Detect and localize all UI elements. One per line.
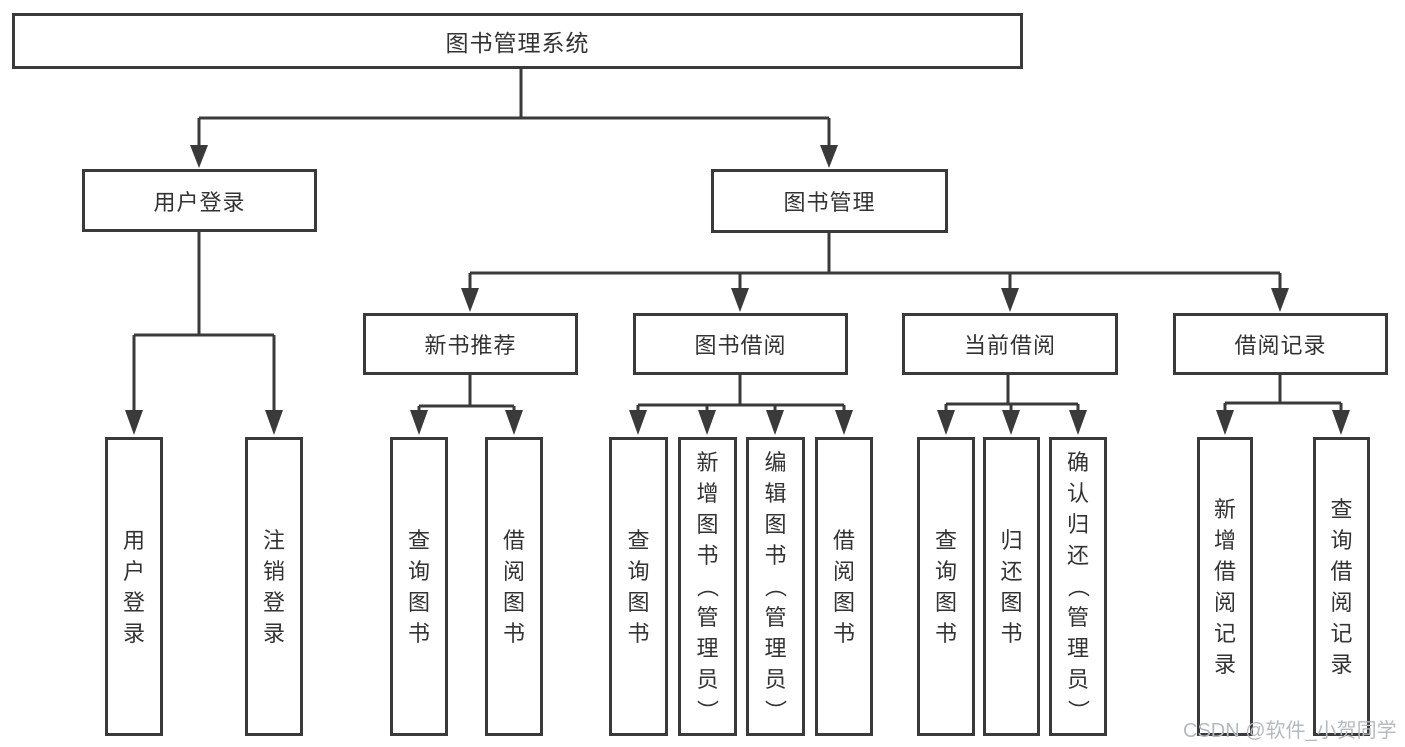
edge-borrowing-records-to-leaves — [1223, 375, 1343, 411]
arrowhead-icon — [505, 410, 523, 435]
node-label: 归还图书 — [1000, 527, 1023, 646]
arrowhead-icon — [820, 145, 838, 168]
arrowhead-icon — [698, 410, 716, 435]
arrowhead-icon — [835, 410, 853, 435]
node-user-login-leaf: 用户登录 — [105, 437, 163, 736]
node-label: 查询图书 — [627, 527, 650, 646]
node-confirm-return-admin: 确认归还（管理员） — [1049, 437, 1107, 736]
node-label: 借阅图书 — [502, 527, 525, 646]
node-query-books-current: 查询图书 — [917, 437, 975, 736]
node-add-borrow-record: 新增借阅记录 — [1197, 437, 1253, 736]
node-borrow-books: 借阅图书 — [815, 437, 873, 736]
arrowhead-icon — [1069, 410, 1087, 435]
edge-root-to-level1 — [197, 68, 831, 146]
node-book-management: 图书管理 — [711, 169, 948, 233]
edge-book-management-to-level2 — [468, 233, 1282, 289]
node-label: 注销登录 — [262, 527, 285, 646]
arrowhead-icon — [410, 410, 428, 435]
arrowhead-icon — [265, 410, 283, 435]
node-label: 查询图书 — [407, 527, 430, 646]
node-return-books: 归还图书 — [983, 437, 1040, 736]
node-logout: 注销登录 — [245, 437, 303, 736]
node-label: 图书管理 — [783, 190, 876, 215]
node-borrow-books-recommendation: 借阅图书 — [485, 437, 543, 736]
csdn-watermark: CSDN @软件_小贺同学 — [1183, 720, 1397, 742]
arrowhead-icon — [190, 145, 208, 168]
arrowhead-icon — [1216, 410, 1234, 435]
arrowhead-icon — [125, 410, 143, 435]
node-current-borrowing: 当前借阅 — [902, 313, 1118, 375]
node-label: 查询借阅记录 — [1330, 496, 1353, 677]
arrowheads — [125, 145, 1350, 435]
node-book-borrowing: 图书借阅 — [633, 313, 848, 375]
edge-book-borrowing-to-leaves — [636, 375, 846, 411]
node-label: 借阅记录 — [1234, 333, 1327, 358]
node-label: 当前借阅 — [963, 333, 1056, 358]
arrowhead-icon — [1332, 410, 1350, 435]
arrowhead-icon — [1001, 288, 1019, 312]
node-label: 新书推荐 — [424, 333, 517, 358]
node-query-books-borrowing: 查询图书 — [609, 437, 668, 736]
node-library-management-system: 图书管理系统 — [12, 13, 1023, 69]
edge-new-book-recommendation-to-leaves — [417, 375, 516, 411]
node-label: 用户登录 — [122, 527, 145, 646]
node-borrowing-records: 借阅记录 — [1173, 313, 1388, 375]
node-label: 新增借阅记录 — [1213, 496, 1236, 677]
edge-user-login-to-leaves — [132, 232, 276, 411]
node-label: 借阅图书 — [832, 527, 855, 646]
node-label: 图书管理系统 — [445, 30, 590, 56]
arrowhead-icon — [731, 288, 749, 312]
node-edit-books-admin: 编辑图书（管理员） — [746, 437, 805, 736]
arrowhead-icon — [629, 410, 647, 435]
node-add-books-admin: 新增图书（管理员） — [678, 437, 737, 736]
node-label: 用户登录 — [153, 189, 246, 215]
node-label: 查询图书 — [934, 527, 957, 646]
arrowhead-icon — [766, 410, 784, 435]
node-label: 新增图书（管理员） — [694, 450, 720, 722]
node-label: 图书借阅 — [694, 333, 787, 358]
node-query-borrow-record: 查询借阅记录 — [1313, 437, 1370, 736]
node-label: 编辑图书（管理员） — [762, 450, 788, 722]
arrowhead-icon — [1271, 288, 1289, 312]
node-new-book-recommendation: 新书推荐 — [363, 313, 578, 375]
arrowhead-icon — [1002, 410, 1020, 435]
node-query-books-recommendation: 查询图书 — [390, 437, 448, 736]
arrowhead-icon — [461, 288, 479, 312]
arrowhead-icon — [937, 410, 955, 435]
node-user-login: 用户登录 — [82, 169, 317, 232]
node-label: 确认归还（管理员） — [1065, 450, 1091, 722]
edge-current-borrowing-to-leaves — [944, 375, 1080, 411]
